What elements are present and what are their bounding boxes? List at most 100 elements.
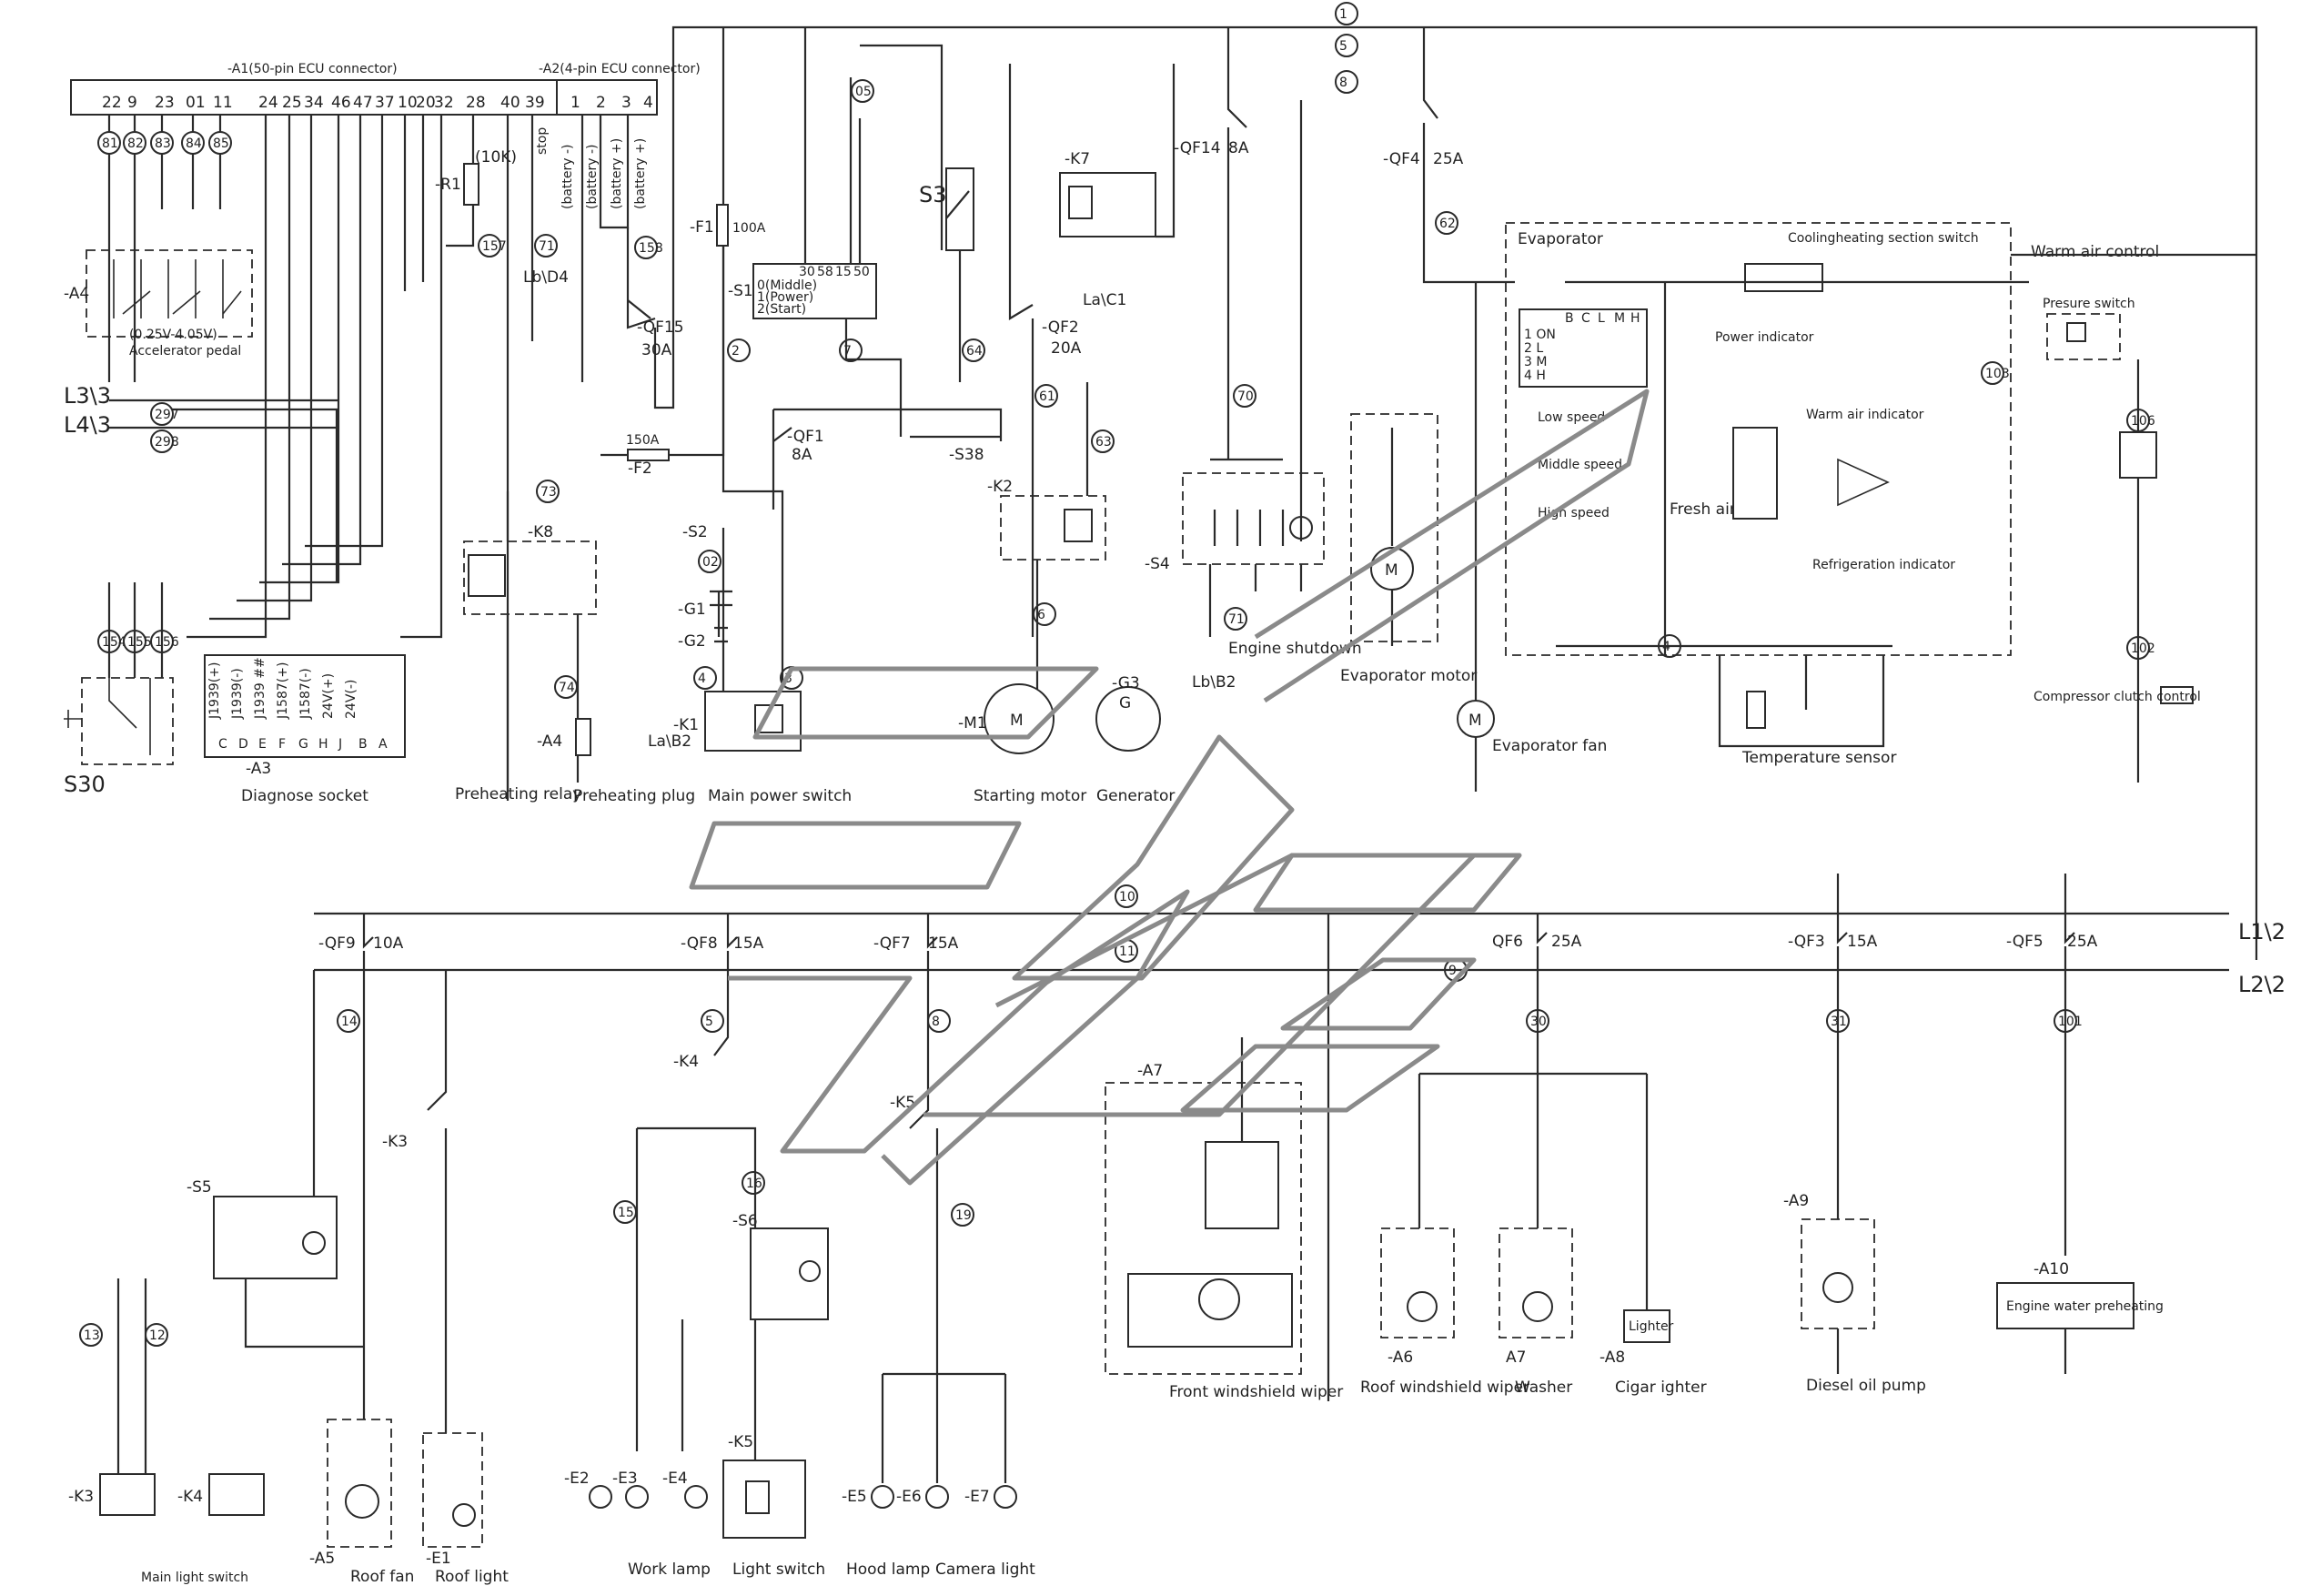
qf2-rating: 20A — [1051, 339, 1082, 358]
generator: G -G3 Generator — [1095, 674, 1175, 805]
a1-pin-label: 01 — [186, 94, 206, 112]
r1-value: (10K) — [475, 148, 517, 167]
s1-col-1: 58 — [817, 265, 833, 279]
hood-lamp-label: Hood lamp — [846, 1561, 930, 1579]
speed-table-row: 1 ON — [1524, 328, 1556, 342]
breaker-qf2: -QF2 20A — [1042, 318, 1082, 358]
wire-number-circle — [962, 338, 985, 362]
a1-pin-label: 22 — [102, 94, 122, 112]
preheat-relay-label: Preheating relay — [455, 785, 581, 803]
wire-number-circle — [1233, 384, 1256, 408]
a8-label: -A8 — [1600, 1349, 1625, 1367]
wire-number-label: 02 — [702, 555, 719, 570]
a2-pin-label: 4 — [643, 94, 653, 112]
a1-pin-label: 47 — [353, 94, 373, 112]
diagnose-pin-letter: G — [298, 737, 308, 752]
wire-number-label: 8 — [932, 1015, 940, 1029]
wire-number-label: 158 — [639, 241, 663, 256]
wire-number-circle — [951, 1203, 974, 1227]
wire-number-circle — [1115, 884, 1138, 908]
wire-number-circle — [536, 480, 560, 503]
wire-number-circle — [150, 429, 174, 453]
wire-number-label: 61 — [1039, 389, 1055, 404]
relay-k5: -K5 Light switch — [722, 1433, 825, 1579]
qf1-label: -QF1 — [787, 428, 824, 446]
warm-air-control-label: Warm air control — [2031, 243, 2159, 261]
breaker-qf14: -QF14 8A — [1174, 27, 1249, 460]
k4-coil-label: -K4 — [177, 1488, 203, 1506]
wire-number-circle — [97, 131, 121, 155]
a1-pin-label: 24 — [258, 94, 278, 112]
r1-label: -R1 — [435, 176, 461, 194]
generator-label: Generator — [1096, 787, 1175, 805]
fuse-f1: -F1 100A — [690, 204, 784, 682]
breaker-qf6: QF6 25A — [1418, 914, 1649, 1310]
s30-label: S30 — [64, 772, 106, 797]
wire-number-label: 12 — [149, 1328, 166, 1343]
wire-number-label: 13 — [84, 1328, 100, 1343]
qf5-label: -QF5 — [2006, 933, 2044, 951]
qf3-rating: 15A — [1847, 933, 1878, 951]
diagnose-pin-name: J1939(+) — [207, 662, 222, 720]
qf4-rating: 25A — [1433, 150, 1464, 168]
lamps-e2-e4: -E2 -E3 -E4 Work lamp — [564, 1470, 711, 1579]
g3-label: -G3 — [1112, 674, 1140, 692]
speed-table-col: B — [1565, 311, 1574, 326]
warm-air-control: Warm air control Presure switch Compress… — [2011, 243, 2256, 783]
qf3-label: -QF3 — [1788, 933, 1825, 951]
breaker-qf3: -QF3 15A — [1788, 874, 1878, 1374]
engine-water-preheating: Engine water preheating -A10 — [1996, 1260, 2164, 1329]
preheat-plug-label: Preheating plug — [573, 787, 695, 805]
wire-number-label: 297 — [155, 408, 179, 422]
diagnose-pin-name: J1587(+) — [276, 662, 290, 720]
a2-pin-label: 2 — [596, 94, 606, 112]
cigar-lighter-label: Cigar ighter — [1615, 1379, 1707, 1397]
wire-number-label: 64 — [966, 344, 983, 359]
diagnose-pin-name: 24V(-) — [344, 680, 358, 719]
ignition-switch-s1: -S1 0(Middle) 1(Power) 2(Start) 30 58 15… — [728, 27, 903, 382]
work-lamp-label: Work lamp — [628, 1561, 711, 1579]
diagnose-pin-letter: E — [258, 737, 267, 752]
qf8-label: -QF8 — [681, 934, 718, 953]
wire-number-circle — [337, 1009, 360, 1033]
k8-label: -K8 — [528, 523, 553, 541]
la-b2-ref: La\B2 — [648, 732, 691, 751]
qf9-rating: 10A — [373, 934, 404, 953]
relay-k7: -K7 La\C1 — [1008, 64, 1176, 637]
evap-fan-m-letter: M — [1468, 712, 1482, 730]
a1-pin-label: 9 — [127, 94, 137, 112]
e6-label: -E6 — [896, 1488, 922, 1506]
diagnose-pin-name: J1587(-) — [298, 668, 313, 720]
wire-number-label: 73 — [540, 485, 557, 500]
f2-rating: 150A — [626, 433, 660, 448]
a9-label: -A9 — [1783, 1192, 1809, 1210]
main-light-switch-label: Main light switch — [141, 1571, 248, 1585]
a2-pin4-name: (battery +) — [633, 138, 648, 209]
s38-label: -S38 — [949, 446, 984, 464]
wire-number-circle — [1981, 361, 2004, 385]
switch-s3: S3 — [919, 167, 974, 382]
compressor-clutch-label: Compressor clutch control — [2033, 690, 2201, 704]
wire-number-label: 84 — [186, 136, 202, 151]
roof-wiper-label: Roof windshield wiper — [1360, 1379, 1529, 1397]
middle-speed-label: Middle speed — [1538, 458, 1622, 472]
camera-light-label: Camera light — [935, 1561, 1035, 1579]
wire-number-circle — [123, 131, 146, 155]
s30-wires — [107, 582, 164, 678]
wire-number-circle — [79, 1323, 103, 1347]
washer: A7 Washer — [1499, 1227, 1573, 1397]
wire-number-circle — [1335, 2, 1358, 25]
s3-label: S3 — [919, 182, 947, 207]
bus-lines: L1\2 L2\2 — [314, 912, 2286, 997]
wire-number-label: 70 — [1237, 389, 1254, 404]
l1-ref: L1\2 — [2238, 919, 2286, 944]
l3-l4-wires — [109, 399, 338, 429]
k5-label: -K5 — [728, 1433, 753, 1451]
qf5-rating: 25A — [2067, 933, 2098, 951]
diagnose-pin-letter: A — [378, 737, 388, 752]
